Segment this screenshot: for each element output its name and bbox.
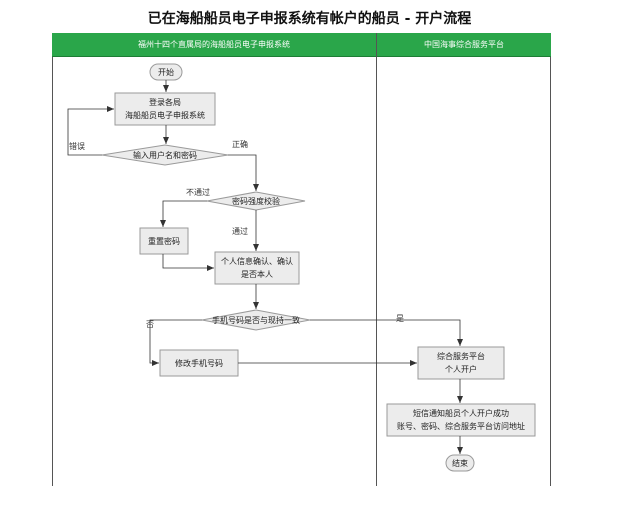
platform-box <box>417 346 505 380</box>
platform-node: 综合服务平台 个人开户 <box>418 347 504 379</box>
lane-header-right: 中国海事综合服务平台 <box>377 33 551 57</box>
sms-line-1: 短信通知船员个人开户成功 <box>413 409 509 418</box>
edge-pwd-fail <box>160 200 207 227</box>
sms-node: 短信通知船员个人开户成功 账号、密码、综合服务平台访问地址 <box>387 404 535 436</box>
edge-label-no: 否 <box>146 320 154 329</box>
edge-label-wrong: 错误 <box>69 142 85 151</box>
start-node: 开始 <box>158 67 174 77</box>
confirm-line-2: 是否本人 <box>241 270 273 279</box>
input-decision: 输入用户名和密码 <box>133 150 197 160</box>
end-node-shape <box>445 454 475 472</box>
lane-header-left: 福州十四个直属局的海船船员电子申报系统 <box>52 33 376 57</box>
confirm-line-1: 个人信息确认、确认 <box>221 257 293 266</box>
edge-label-fail: 不通过 <box>186 188 210 197</box>
sms-box <box>386 403 536 437</box>
edge-label-right: 正确 <box>232 140 248 149</box>
login-line-1: 登录各局 <box>149 98 181 107</box>
confirm-node: 个人信息确认、确认 是否本人 <box>215 252 299 284</box>
login-box <box>114 92 216 126</box>
edit-phone-node: 修改手机号码 <box>175 358 223 368</box>
phone-check-decision: 手机号码是否与现持一致 <box>212 315 300 325</box>
input-decision-shape <box>101 144 229 166</box>
pwd-check-decision: 密码强度校验 <box>232 196 280 206</box>
edge-phone-yes <box>310 319 463 346</box>
reset-pwd-node: 重置密码 <box>148 236 180 246</box>
edge-reset-confirm <box>162 254 214 271</box>
lane-divider <box>376 33 377 486</box>
diagram-title: 已在海船船员电子申报系统有帐户的船员 - 开户流程 <box>147 11 472 27</box>
phone-check-decision-shape <box>201 309 311 331</box>
swimlane-frame <box>52 33 551 486</box>
login-line-2: 海船船员电子申报系统 <box>125 111 205 120</box>
edge-input-wrong <box>67 106 114 156</box>
platform-line-1: 综合服务平台 <box>437 352 485 361</box>
edge-label-pass: 通过 <box>232 227 248 236</box>
edit-phone-box <box>159 349 239 377</box>
sms-line-2: 账号、密码、综合服务平台访问地址 <box>397 422 525 431</box>
edge-label-yes: 是 <box>396 314 404 323</box>
platform-line-2: 个人开户 <box>445 365 477 374</box>
edge-input-right <box>228 154 259 191</box>
login-node: 登录各局 海船船员电子申报系统 <box>115 93 215 125</box>
reset-pwd-box <box>139 227 189 255</box>
confirm-box <box>214 251 300 285</box>
edge-phone-no <box>149 319 202 366</box>
end-node: 结束 <box>452 458 468 468</box>
